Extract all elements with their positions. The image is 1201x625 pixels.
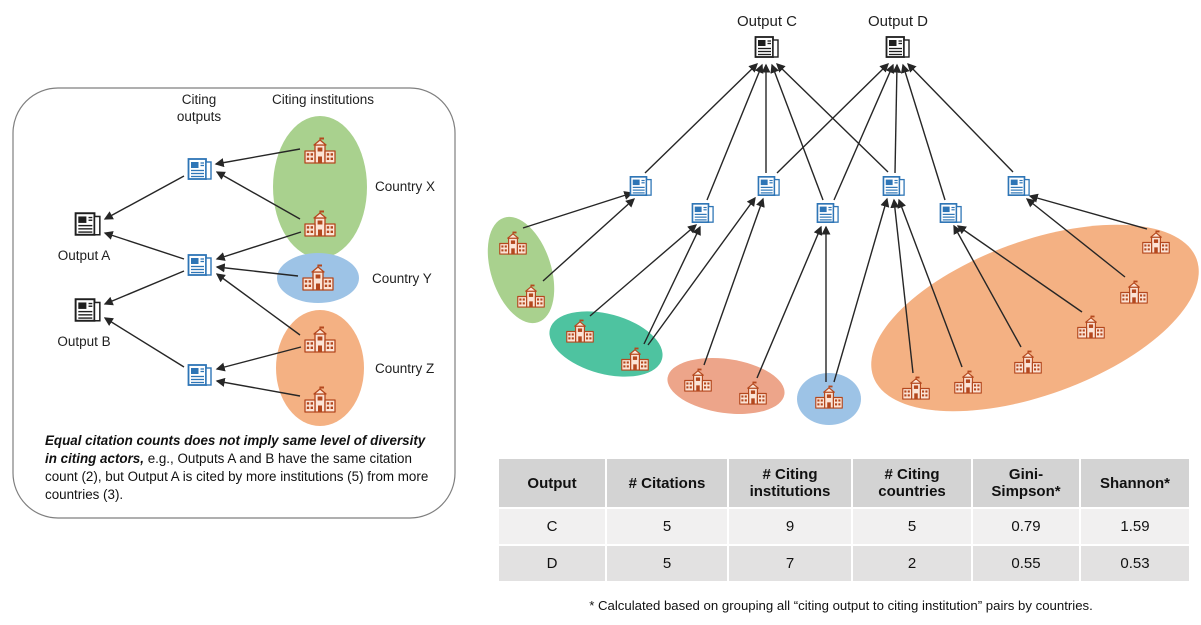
output-d-icon [885, 36, 910, 58]
table-cell: C [499, 509, 605, 544]
output-c-label: Output C [737, 13, 797, 30]
table-header-gini-simpson: Gini-Simpson* [973, 459, 1079, 507]
right-panel: Output C Output D [487, 13, 1199, 425]
table-cell: 7 [729, 546, 851, 581]
right-citation-arrows [644, 63, 1014, 201]
table-cell: 5 [607, 509, 727, 544]
output-b-label: Output B [57, 334, 110, 349]
citing-output-icon [187, 158, 212, 180]
left-panel: Citing outputs Citing institutions [12, 87, 456, 519]
citing-output-icon [939, 203, 962, 223]
citing-output-icon [1007, 176, 1030, 196]
table-cell: 2 [853, 546, 971, 581]
metrics-table: Output # Citations # Citing institutions… [497, 457, 1191, 583]
country-z-ellipse [276, 310, 364, 426]
table-header-citations: # Citations [607, 459, 727, 507]
left-institution-arrows [214, 148, 302, 397]
citing-output-icon [757, 176, 780, 196]
citing-output-icon [691, 203, 714, 223]
table-cell: 9 [729, 509, 851, 544]
citing-institutions-column-label: Citing institutions [272, 92, 374, 107]
citing-outputs-column-label-line2: outputs [177, 109, 222, 124]
right-institution-arrows [522, 191, 1148, 383]
caption-bold-text: Equal citation counts does not imply sam… [45, 433, 426, 467]
table-header-row: Output # Citations # Citing institutions… [499, 459, 1189, 507]
country-x-ellipse [273, 116, 367, 258]
table-header-citing-institutions: # Citing institutions [729, 459, 851, 507]
right-country-salmon-ellipse [667, 358, 785, 414]
table-footnote: * Calculated based on grouping all “citi… [589, 598, 1093, 613]
table-row: C 5 9 5 0.79 1.59 [499, 509, 1189, 544]
output-c-icon [754, 36, 779, 58]
right-country-orange-ellipse [871, 224, 1199, 412]
right-country-teal-ellipse [549, 311, 663, 377]
citing-output-icon [816, 203, 839, 223]
table-row: D 5 7 2 0.55 0.53 [499, 546, 1189, 581]
output-a-icon [74, 212, 101, 236]
output-d-label: Output D [868, 13, 928, 30]
table-cell: D [499, 546, 605, 581]
table-header-shannon: Shannon* [1081, 459, 1189, 507]
citing-output-icon [629, 176, 652, 196]
citing-output-icon [187, 364, 212, 386]
right-country-green-ellipse [487, 216, 555, 324]
country-z-label: Country Z [375, 361, 434, 376]
table-cell: 5 [607, 546, 727, 581]
table-cell: 0.53 [1081, 546, 1189, 581]
table-cell: 1.59 [1081, 509, 1189, 544]
left-citation-arrows [103, 175, 185, 368]
table-cell: 0.79 [973, 509, 1079, 544]
country-x-label: Country X [375, 179, 435, 194]
country-y-label: Country Y [372, 271, 432, 286]
citing-output-icon [882, 176, 905, 196]
caption-rest-text: e.g., Outputs A and B have the same cita… [45, 451, 429, 503]
output-b-icon [74, 298, 101, 322]
output-a-label: Output A [58, 248, 111, 263]
caption: Equal citation counts does not imply sam… [45, 432, 437, 504]
table-cell: 5 [853, 509, 971, 544]
table-cell: 0.55 [973, 546, 1079, 581]
citing-outputs-column-label-line1: Citing [182, 92, 217, 107]
table-header-output: Output [499, 459, 605, 507]
table-header-citing-countries: # Citing countries [853, 459, 971, 507]
citing-output-icon [187, 254, 212, 276]
